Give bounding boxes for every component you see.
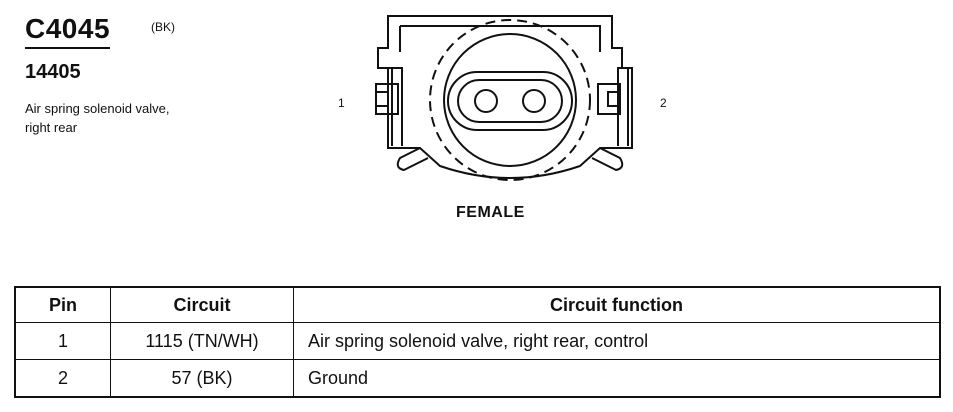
table-header-row: Pin Circuit Circuit function <box>14 286 941 323</box>
connector-header: C4045 (BK) 14405 Air spring solenoid val… <box>25 14 265 137</box>
connector-gender-label: FEMALE <box>456 204 525 221</box>
connector-face-diagram: 1 2 FEMALE <box>330 8 690 228</box>
connector-drawing <box>375 15 633 181</box>
header-circuit: Circuit <box>110 286 294 323</box>
header-pin: Pin <box>14 286 111 323</box>
pin-label-2: 2 <box>660 96 667 110</box>
row-circuit: 57 (BK) <box>110 359 294 398</box>
header-circuit-function: Circuit function <box>293 286 941 323</box>
table-row: 1 1115 (TN/WH) Air spring solenoid valve… <box>14 322 941 360</box>
foot-right <box>591 147 624 172</box>
latch-left <box>375 83 399 115</box>
connector-color-code: (BK) <box>151 20 175 34</box>
row-circuit: 1115 (TN/WH) <box>110 322 294 360</box>
pinout-table: Pin Circuit Circuit function 1 1115 (TN/… <box>14 286 941 398</box>
row-function: Ground <box>293 359 941 398</box>
terminal-body-circle <box>443 33 577 167</box>
connector-id: C4045 <box>25 14 111 49</box>
foot-left <box>396 147 429 172</box>
row-pin: 2 <box>14 359 111 398</box>
latch-left-detail <box>376 91 389 107</box>
connector-description: Air spring solenoid valve, right rear <box>25 101 170 135</box>
latch-right-detail <box>607 91 620 107</box>
pin-cavity-2 <box>522 89 546 113</box>
table-row: 2 57 (BK) Ground <box>14 359 941 398</box>
terminal-seal-circle <box>429 19 591 181</box>
part-number: 14405 <box>25 61 81 83</box>
groove-right <box>617 67 632 146</box>
pin-cavity-1 <box>474 89 498 113</box>
row-function: Air spring solenoid valve, right rear, c… <box>293 322 941 360</box>
housing-outline <box>377 15 633 179</box>
pin-label-1: 1 <box>338 96 345 110</box>
latch-right <box>597 83 621 115</box>
terminal-carrier-outer <box>447 71 573 131</box>
groove-left <box>388 67 403 146</box>
housing-inner-frame <box>399 25 601 52</box>
row-pin: 1 <box>14 322 111 360</box>
terminal-carrier-inner <box>457 79 563 123</box>
